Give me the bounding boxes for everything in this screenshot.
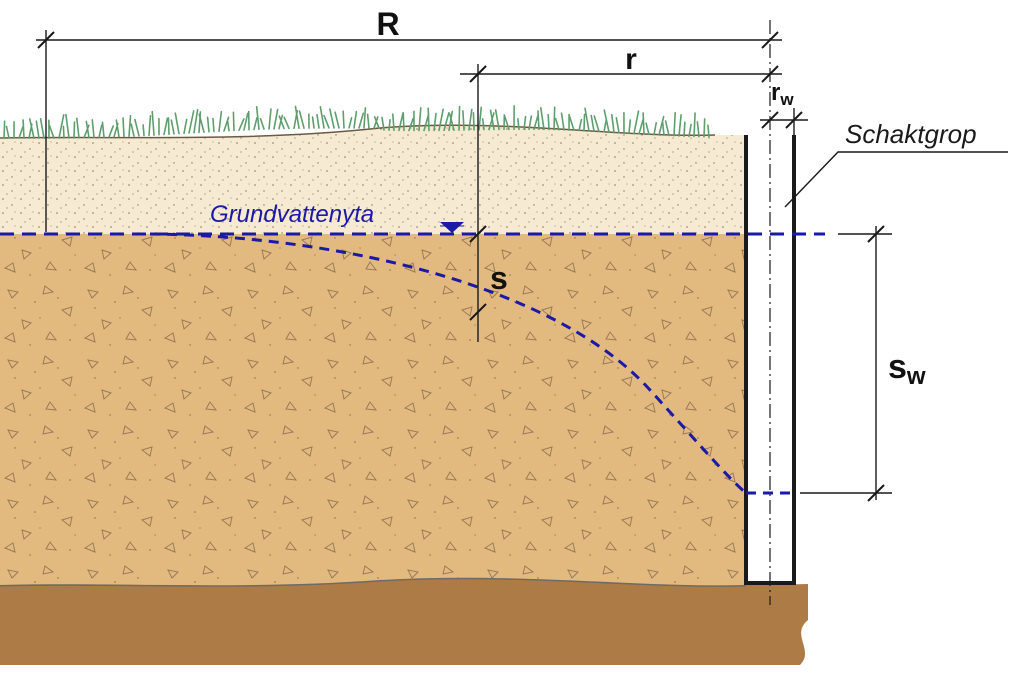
- label-r: r: [625, 43, 637, 76]
- dimension-r: [460, 64, 782, 342]
- label-sw-main: s: [888, 348, 907, 386]
- label-groundwater: Grundvattenyta: [210, 201, 374, 228]
- label-R: R: [376, 6, 399, 42]
- dimension-rw: [760, 108, 808, 135]
- label-sw: sw: [888, 348, 926, 390]
- label-s: s: [490, 260, 508, 296]
- grass-blades: [3, 105, 710, 139]
- bedrock-layer: [0, 577, 808, 665]
- dimension-s: [469, 225, 487, 321]
- dimension-sw: [800, 225, 892, 502]
- water-level-triangle-icon: [440, 222, 464, 233]
- label-well: Schaktgrop: [845, 119, 977, 149]
- label-rw-main: r: [771, 79, 780, 106]
- grass-icon: [3, 105, 710, 139]
- label-rw-sub: w: [779, 90, 794, 109]
- drawdown-curve: [149, 232, 747, 495]
- ground-surface: [0, 124, 716, 139]
- dimension-R: [36, 30, 782, 232]
- label-sw-sub: w: [906, 363, 926, 390]
- label-rw: rw: [771, 79, 794, 109]
- aquifer-texture: [0, 234, 746, 586]
- topsoil-texture: [0, 125, 746, 234]
- well-leader-line: [784, 151, 1008, 208]
